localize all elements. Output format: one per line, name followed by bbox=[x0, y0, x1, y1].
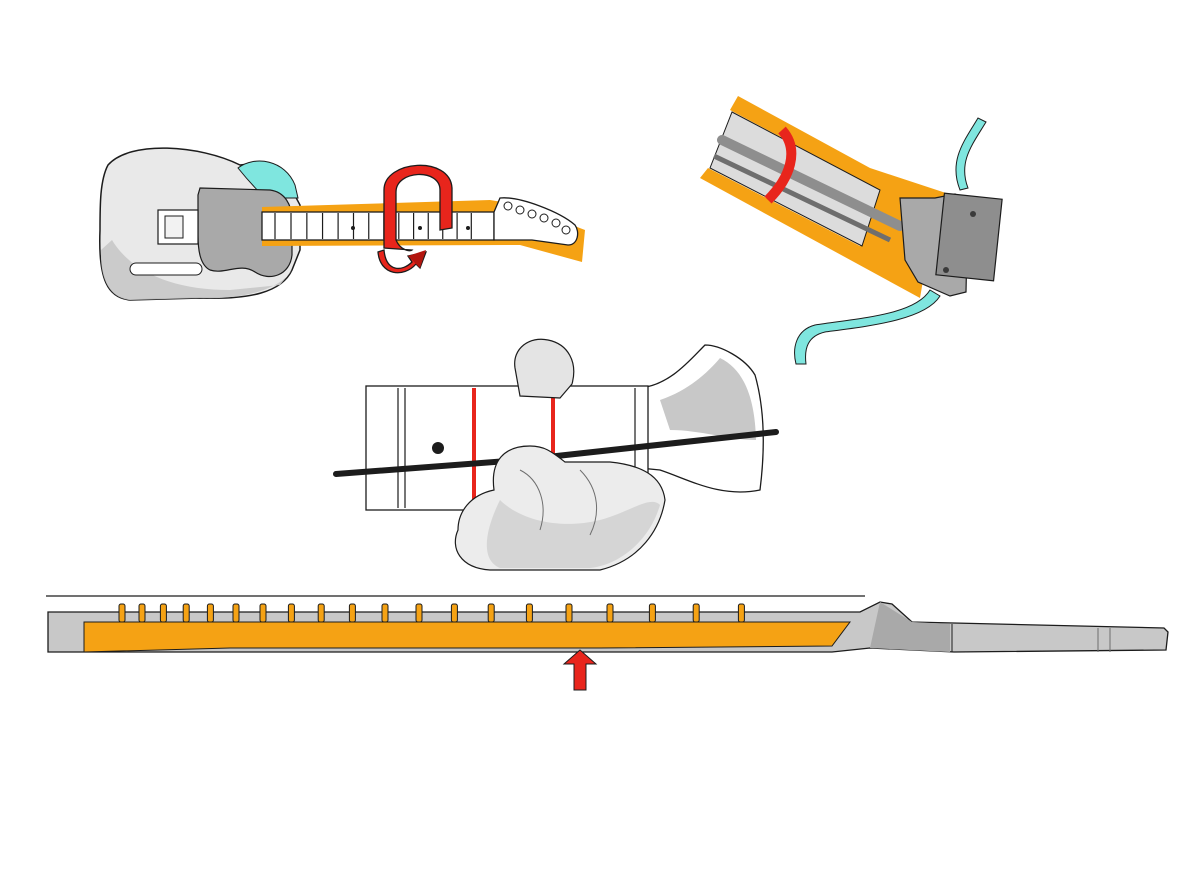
plate-screw bbox=[943, 267, 949, 273]
fret-post bbox=[450, 603, 458, 623]
truss-rod-adjust-closeup bbox=[700, 96, 1003, 365]
fret-post bbox=[487, 603, 495, 623]
neck-profile-frets bbox=[118, 603, 745, 623]
twist-arrow-head bbox=[408, 250, 426, 268]
fret-post bbox=[348, 603, 356, 623]
fret-post bbox=[692, 603, 700, 623]
neck-fretboard-orange bbox=[83, 621, 851, 653]
truss-rod bbox=[717, 135, 905, 231]
fret-post bbox=[415, 603, 423, 623]
thumb-icon bbox=[514, 338, 575, 399]
fret-marker-dot bbox=[432, 442, 444, 454]
neck-headstock-shade bbox=[870, 602, 950, 652]
fret-post bbox=[737, 603, 745, 623]
fret-post bbox=[232, 603, 240, 623]
fret-post bbox=[525, 603, 533, 623]
truss-nut-plate bbox=[935, 192, 1003, 282]
fret-post bbox=[182, 603, 190, 623]
fret-post bbox=[317, 603, 325, 623]
finger-crease bbox=[579, 469, 598, 536]
fret-gap-check bbox=[333, 338, 779, 571]
truss-rod-shadow bbox=[712, 153, 892, 243]
fret-post bbox=[206, 603, 214, 623]
finger-crease bbox=[519, 469, 544, 531]
fret-post bbox=[138, 603, 146, 623]
fret-post bbox=[381, 603, 389, 623]
fretboard-headstock-shade bbox=[660, 358, 756, 440]
fret-post bbox=[259, 603, 267, 623]
fret-marker-dot bbox=[418, 226, 422, 230]
guitar-bridge-pickup bbox=[164, 215, 184, 239]
fret-post bbox=[606, 603, 614, 623]
red-band bbox=[764, 126, 797, 204]
fret-post bbox=[648, 603, 656, 623]
guitar-neck-relief-overview bbox=[99, 147, 585, 301]
guitar-body-shade bbox=[100, 240, 292, 300]
plate-screw bbox=[970, 211, 976, 217]
guitar-teal-contour bbox=[237, 160, 299, 199]
neck-cross-section-orange bbox=[700, 96, 960, 298]
guitar-headstock bbox=[493, 197, 579, 246]
neck-side-profile bbox=[46, 595, 1169, 691]
fret-post bbox=[118, 603, 126, 623]
fret-post bbox=[159, 603, 167, 623]
fret-marker-dot bbox=[351, 226, 355, 230]
fret-marker-dot bbox=[466, 226, 470, 230]
fret-post bbox=[565, 603, 573, 623]
hand-shade bbox=[486, 500, 660, 568]
guitar-control-plate bbox=[129, 262, 203, 276]
guitar-fretboard bbox=[261, 211, 495, 241]
relief-up-arrow-icon bbox=[562, 649, 598, 691]
fret-post bbox=[287, 603, 295, 623]
allen-wrench-icon bbox=[794, 117, 987, 365]
tuning-pegs bbox=[503, 201, 571, 235]
twist-arrow-icon bbox=[383, 164, 453, 252]
